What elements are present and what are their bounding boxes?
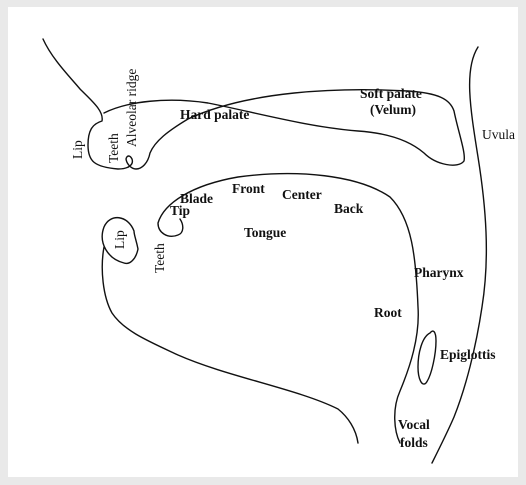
vocal-tract-diagram: Lip Teeth Alveolar ridge Hard palate Sof… bbox=[8, 7, 518, 477]
tongue-tip-label: Tip bbox=[170, 203, 190, 218]
diagram-canvas: Lip Teeth Alveolar ridge Hard palate Sof… bbox=[8, 7, 518, 477]
epiglottis-label: Epiglottis bbox=[440, 347, 496, 362]
velum-label: (Velum) bbox=[370, 102, 416, 117]
upper-lip-label: Lip bbox=[70, 140, 85, 159]
epiglottis-outline bbox=[418, 331, 436, 384]
vocal-folds-label-line1: Vocal bbox=[398, 417, 430, 432]
uvula-label: Uvula bbox=[482, 127, 515, 142]
pharyngeal-wall-outline bbox=[432, 47, 486, 463]
pharynx-label: Pharynx bbox=[414, 265, 464, 280]
soft-palate-label: Soft palate bbox=[360, 86, 422, 101]
hard-palate-label: Hard palate bbox=[180, 107, 249, 122]
vocal-folds-label-line2: folds bbox=[400, 435, 428, 450]
tongue-back-label: Back bbox=[334, 201, 364, 216]
tongue-center-label: Center bbox=[282, 187, 322, 202]
root-label: Root bbox=[374, 305, 402, 320]
upper-teeth-label: Teeth bbox=[106, 133, 121, 163]
tongue-label: Tongue bbox=[244, 225, 286, 240]
tongue-front-label: Front bbox=[232, 181, 265, 196]
lower-teeth-label: Teeth bbox=[152, 243, 167, 273]
alveolar-ridge-label: Alveolar ridge bbox=[124, 69, 139, 147]
lower-lip-label: Lip bbox=[112, 230, 127, 249]
lower-lip-jaw-outline bbox=[102, 218, 358, 443]
